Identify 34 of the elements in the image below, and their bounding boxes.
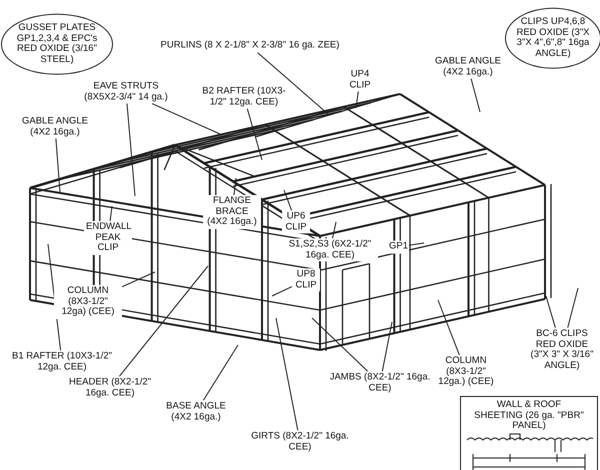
leader-line	[356, 91, 359, 108]
panel-title: WALL & ROOF SHEETING (26 ga. "PBR" PANEL)	[473, 400, 585, 432]
callout-label: ENDWALL PEAK CLIP	[84, 221, 132, 255]
leader-line	[567, 288, 578, 328]
leader-line	[256, 52, 328, 114]
leader-line	[382, 322, 392, 372]
leader-line	[284, 190, 292, 211]
leader-line	[312, 318, 368, 372]
callout-label: COLUMN (8X3-1/2" 12ga) (CEE)	[54, 285, 122, 319]
leader-line	[126, 103, 136, 196]
leader-line	[470, 78, 480, 112]
leader-line	[546, 296, 556, 328]
leader-line	[408, 242, 424, 246]
leader-line	[122, 272, 156, 288]
leader-line	[118, 266, 208, 377]
leader-line	[152, 103, 220, 134]
callout-label: GP1	[387, 240, 409, 254]
note-ellipse: CLIPS UP4,6,8 RED OXIDE (3"X 3"X 4",6",8" 16ga ANGLE)	[505, 8, 600, 68]
leader-line	[276, 318, 298, 431]
callout-label: UP6 CLIP	[282, 210, 310, 234]
note-ellipse: GUSSET PLATES GP1,2,3,4 & EPC's RED OXIDE (3/16" STEEL)	[1, 14, 113, 74]
leader-line	[55, 138, 60, 192]
leader-line	[234, 178, 236, 196]
leader-line	[246, 108, 262, 160]
leader-line	[272, 286, 292, 296]
callout-label: GABLE ANGLE (4X2 16ga.)	[432, 55, 504, 79]
leader-line	[110, 206, 112, 222]
callout-label: UP8 CLIP	[292, 268, 320, 292]
detail-box	[460, 396, 598, 470]
leader-line	[332, 222, 336, 239]
callout-label: FLANGE BRACE (4X2 16ga.)	[203, 195, 261, 229]
callout-label: GABLE ANGLE (4X2 16ga.)	[19, 115, 91, 139]
leader-line	[202, 344, 238, 401]
leader-line	[438, 300, 460, 356]
